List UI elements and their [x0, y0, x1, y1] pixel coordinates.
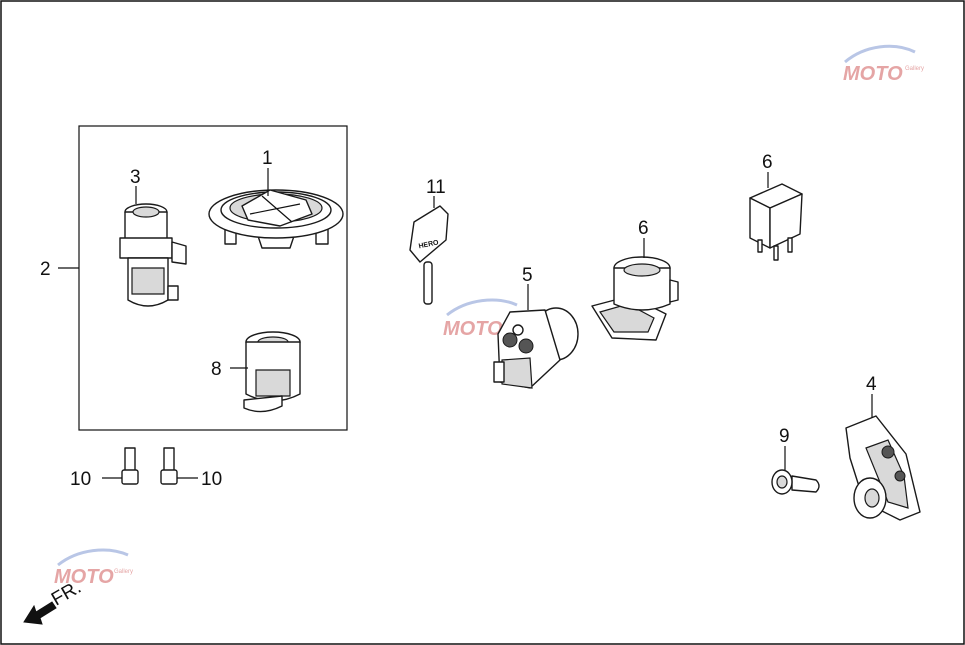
callout-10-left: 10	[70, 469, 91, 490]
callout-2: 2	[40, 259, 51, 280]
callout-6-boot: 6	[638, 218, 649, 239]
callout-8: 8	[211, 359, 222, 380]
key-brand-label: HERO	[418, 239, 440, 250]
callout-9: 9	[779, 426, 790, 447]
svg-text:Gallery: Gallery	[114, 569, 133, 575]
part-relay-boot	[591, 256, 679, 341]
watermark-logo-bottom-left: MOTO Gallery	[54, 548, 133, 588]
callout-1: 1	[262, 148, 273, 169]
svg-text:MOTO: MOTO	[443, 318, 503, 340]
part-ignition-switch	[119, 203, 187, 307]
part-seat-lock	[243, 331, 301, 413]
svg-text:Gallery: Gallery	[905, 66, 924, 72]
part-screw-right	[160, 447, 178, 485]
watermark-logo-top-right: MOTO Gallery	[843, 44, 924, 85]
svg-text:MOTO: MOTO	[54, 566, 114, 588]
callout-10-right: 10	[201, 469, 222, 490]
callout-4: 4	[866, 374, 877, 395]
callout-3: 3	[130, 167, 141, 188]
callout-11: 11	[426, 177, 446, 198]
part-key: HERO	[409, 205, 449, 305]
part-bracket	[845, 415, 921, 521]
part-screw-left	[121, 447, 139, 485]
front-arrow-icon	[23, 601, 57, 625]
part-fuel-tank-cap	[208, 189, 344, 249]
svg-text:MOTO: MOTO	[843, 63, 903, 85]
part-bolt	[771, 469, 820, 495]
part-switch-unit	[493, 307, 579, 389]
part-relay	[749, 183, 803, 261]
kit-group-box	[78, 125, 348, 431]
callout-5: 5	[522, 265, 533, 286]
callout-6-relay: 6	[762, 152, 773, 173]
